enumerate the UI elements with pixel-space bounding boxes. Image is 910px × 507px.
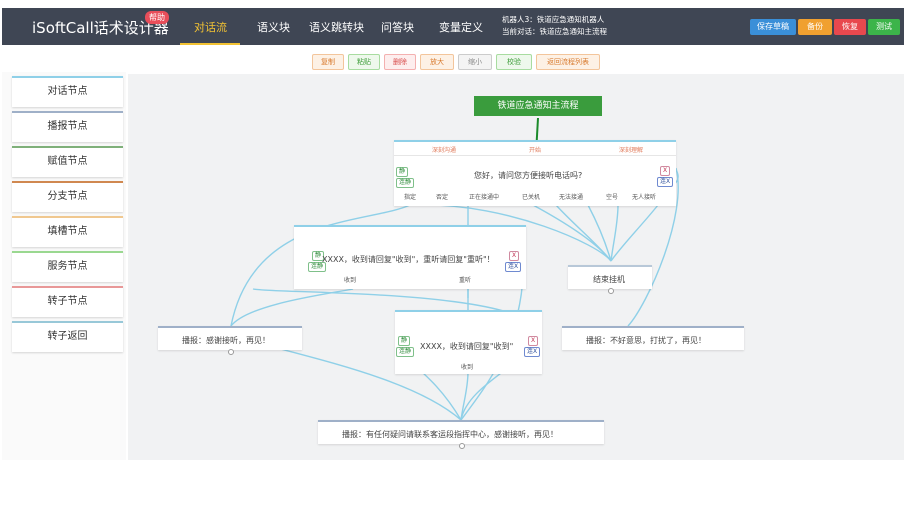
- node1-prompt-text: 您好，请问您方便接听电话吗?: [474, 171, 583, 180]
- node1-port-confirm[interactable]: 指定: [404, 194, 417, 201]
- context-info: 机器人3：铁道应急通知机器人 当前对话：铁道应急通知主流程: [502, 14, 607, 38]
- node1-tab-row: 深刻沟通 开始 深刻理解: [394, 142, 676, 156]
- node2-silence-continuous-tag[interactable]: 连静: [308, 262, 327, 272]
- node2-port-replay[interactable]: 重听: [459, 277, 472, 284]
- paste-button[interactable]: 粘贴: [348, 54, 380, 70]
- tab-variable-definition[interactable]: 变量定义: [439, 21, 483, 34]
- main-flow-title-node[interactable]: 铁道应急通知主流程: [474, 96, 602, 116]
- node3-x-tag[interactable]: X: [528, 336, 539, 346]
- node3-silence-continuous-tag[interactable]: 连静: [396, 347, 415, 357]
- edge-node1-end-b: [532, 204, 612, 262]
- palette-subflow-node[interactable]: 转子节点: [12, 286, 123, 317]
- edge-node1-end-c: [555, 204, 612, 262]
- help-badge[interactable]: 帮助: [145, 11, 169, 24]
- palette-subflow-return-node[interactable]: 转子返回: [12, 321, 123, 352]
- palette-broadcast-node[interactable]: 播报节点: [12, 111, 123, 142]
- broadcast-contact-node[interactable]: 播报：有任何疑问请联系客运段指挥中心，感谢接听，再见！: [318, 420, 604, 444]
- active-tab-indicator: [180, 43, 240, 45]
- flow-canvas[interactable]: 铁道应急通知主流程 深刻沟通 开始 深刻理解 静 连静 您好，请问您方便接听电话…: [128, 74, 904, 460]
- edge-node1-end-d: [587, 204, 612, 262]
- app-brand: iSoftCall话术设计器: [32, 19, 169, 37]
- restore-button[interactable]: 恢复: [834, 19, 866, 35]
- node2-silence-tag[interactable]: 静: [312, 251, 325, 261]
- zoom-in-button[interactable]: 放大: [420, 54, 454, 70]
- broadcast-sorry-node[interactable]: 播报：不好意思，打扰了，再见！: [562, 326, 744, 350]
- palette-branch-node[interactable]: 分支节点: [12, 181, 123, 212]
- save-draft-button[interactable]: 保存草稿: [750, 19, 796, 35]
- robot-info: 机器人3：铁道应急通知机器人: [502, 15, 605, 24]
- edge-node2-thanks: [230, 288, 354, 327]
- broadcast-thanks-node[interactable]: 播报：感谢接听，再见！: [158, 326, 302, 350]
- edge-node1-sorry: [627, 167, 679, 327]
- edge-node1-end-e: [610, 204, 619, 262]
- dialog-node-2[interactable]: 静 连静 XXXX，收到请回复"收到"，重听请回复"重听"！ X 连X 收到 重…: [294, 225, 526, 289]
- validate-button[interactable]: 校验: [496, 54, 532, 70]
- tab-semantic-jump-block[interactable]: 语义跳转块: [309, 21, 364, 34]
- palette-assign-node[interactable]: 赋值节点: [12, 146, 123, 177]
- node3-prompt-text: XXXX，收到请回复"收到": [420, 342, 514, 351]
- dialog-node-1[interactable]: 深刻沟通 开始 深刻理解 静 连静 您好，请问您方便接听电话吗? X 连X 指定…: [394, 140, 676, 206]
- test-button[interactable]: 测试: [868, 19, 900, 35]
- broadcast-thanks-anchor[interactable]: [228, 349, 234, 355]
- dialog-node-3[interactable]: 静 连静 XXXX，收到请回复"收到" X 连X 收到: [395, 310, 542, 374]
- node1-silence-continuous-tag[interactable]: 连静: [396, 178, 415, 188]
- broadcast-contact-text: 播报：有任何疑问请联系客运段指挥中心，感谢接听，再见！: [342, 430, 558, 439]
- tab-dialog-flow[interactable]: 对话流: [194, 21, 227, 34]
- node3-port-received[interactable]: 收到: [461, 364, 474, 371]
- broadcast-sorry-text: 播报：不好意思，打扰了，再见！: [586, 336, 706, 345]
- node1-port-empty-number[interactable]: 空号: [606, 194, 619, 201]
- node1-tab-3[interactable]: 深刻理解: [619, 147, 644, 154]
- node1-port-connecting[interactable]: 正在接通中: [469, 194, 500, 201]
- node1-port-no-answer[interactable]: 无人接听: [632, 194, 657, 201]
- end-hangup-text: 结束挂机: [593, 275, 625, 284]
- node1-port-unreachable[interactable]: 无法接通: [559, 194, 584, 201]
- node1-x-tag[interactable]: X: [660, 166, 671, 176]
- node1-x-continuous-tag[interactable]: 连X: [657, 177, 674, 187]
- node1-port-powered-off[interactable]: 已关机: [522, 194, 541, 201]
- edge-node1-end-a: [422, 204, 612, 262]
- backup-button[interactable]: 备份: [798, 19, 832, 35]
- palette-dialog-node[interactable]: 对话节点: [12, 76, 123, 107]
- node1-tab-2[interactable]: 开始: [529, 147, 542, 154]
- node-palette: 对话节点 播报节点 赋值节点 分支节点 填槽节点 服务节点 转子节点 转子返回: [2, 72, 126, 460]
- node2-prompt-text: XXXX，收到请回复"收到"，重听请回复"重听"！: [322, 255, 495, 264]
- edge-node1-end-f: [610, 204, 659, 262]
- tab-semantic-block[interactable]: 语义块: [257, 21, 290, 34]
- palette-service-node[interactable]: 服务节点: [12, 251, 123, 282]
- node2-x-tag[interactable]: X: [509, 251, 520, 261]
- node1-silence-tag[interactable]: 静: [396, 167, 409, 177]
- broadcast-thanks-text: 播报：感谢接听，再见！: [182, 336, 270, 345]
- node1-port-deny[interactable]: 否定: [436, 194, 449, 201]
- delete-button[interactable]: 删除: [384, 54, 416, 70]
- node2-x-continuous-tag[interactable]: 连X: [505, 262, 522, 272]
- copy-button[interactable]: 复制: [312, 54, 344, 70]
- end-hangup-node[interactable]: 结束挂机: [568, 265, 652, 289]
- zoom-out-button[interactable]: 缩小: [458, 54, 492, 70]
- dialog-info: 当前对话：铁道应急通知主流程: [502, 27, 607, 36]
- node1-tab-1[interactable]: 深刻沟通: [432, 147, 457, 154]
- broadcast-contact-anchor[interactable]: [459, 443, 465, 449]
- node3-x-continuous-tag[interactable]: 连X: [524, 347, 541, 357]
- node2-port-received[interactable]: 收到: [344, 277, 357, 284]
- end-node-anchor[interactable]: [608, 288, 614, 294]
- tab-qa-block[interactable]: 问答块: [381, 21, 414, 34]
- back-to-flow-list-button[interactable]: 返回流程列表: [536, 54, 600, 70]
- palette-slot-filling-node[interactable]: 填槽节点: [12, 216, 123, 247]
- top-header: iSoftCall话术设计器 帮助 对话流 语义块 语义跳转块 问答块 变量定义…: [2, 8, 904, 45]
- node3-silence-tag[interactable]: 静: [398, 336, 411, 346]
